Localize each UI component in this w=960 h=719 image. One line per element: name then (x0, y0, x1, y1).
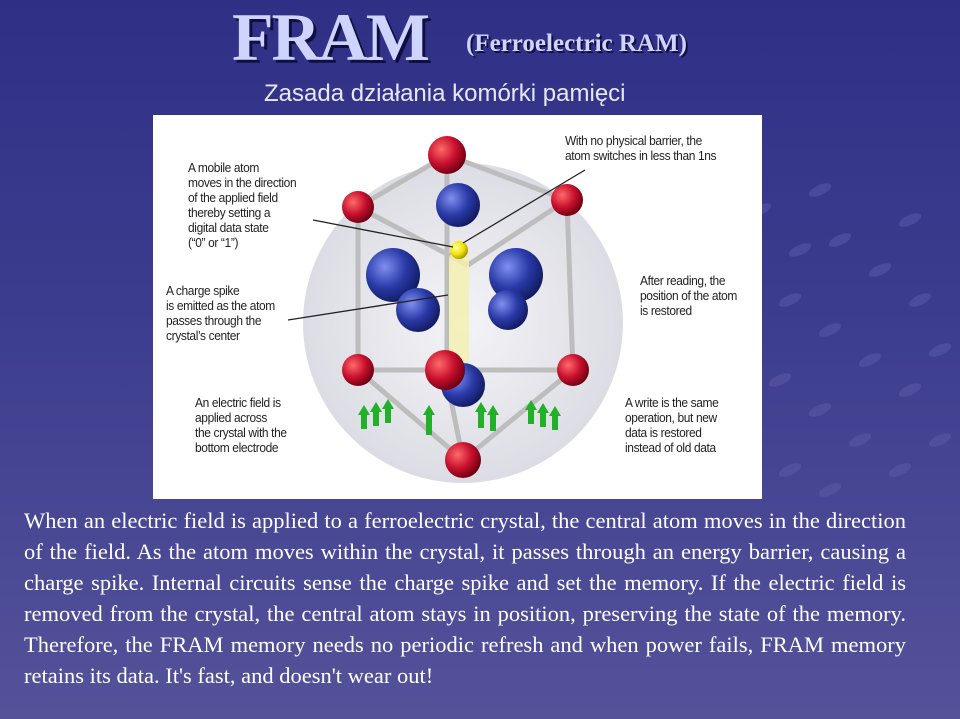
blue-atom (436, 183, 480, 227)
red-atom (425, 350, 465, 390)
caption-after-reading: After reading, the position of the atom … (640, 273, 738, 318)
fram-crystal-diagram: A mobile atom moves in the direction of … (153, 115, 762, 499)
slide-title: FRAM (232, 0, 430, 75)
blue-atom (489, 248, 543, 302)
caption-charge-spike: A charge spike is emitted as the atom pa… (166, 283, 275, 343)
red-atom (342, 191, 374, 223)
caption-no-barrier: With no physical barrier, the atom switc… (565, 133, 717, 163)
red-atom (551, 184, 583, 216)
blue-atom (488, 290, 528, 330)
slide-subtitle: Zasada działania komórki pamięci (264, 80, 626, 107)
crystal-illustration (287, 136, 623, 483)
mobile-atom (450, 241, 468, 259)
red-atom (342, 354, 374, 386)
electric-field-arrows (358, 399, 561, 435)
blue-atom (366, 248, 420, 302)
atom-path-column (449, 253, 469, 363)
caption-mobile-atom: A mobile atom moves in the direction of … (188, 160, 297, 250)
blue-atom (396, 288, 440, 332)
body-paragraph: When an electric field is applied to a f… (24, 508, 906, 688)
pointer-lines (287, 169, 586, 321)
red-atom (428, 136, 466, 174)
title-row: FRAM (Ferroelectric RAM) (0, 0, 960, 75)
caption-write-same: A write is the same operation, but new d… (625, 395, 719, 455)
red-atom (557, 354, 589, 386)
caption-electric-field: An electric field is applied across the … (195, 395, 287, 455)
slide-title-subtitle: (Ferroelectric RAM) (466, 30, 687, 57)
red-atom (445, 442, 481, 478)
